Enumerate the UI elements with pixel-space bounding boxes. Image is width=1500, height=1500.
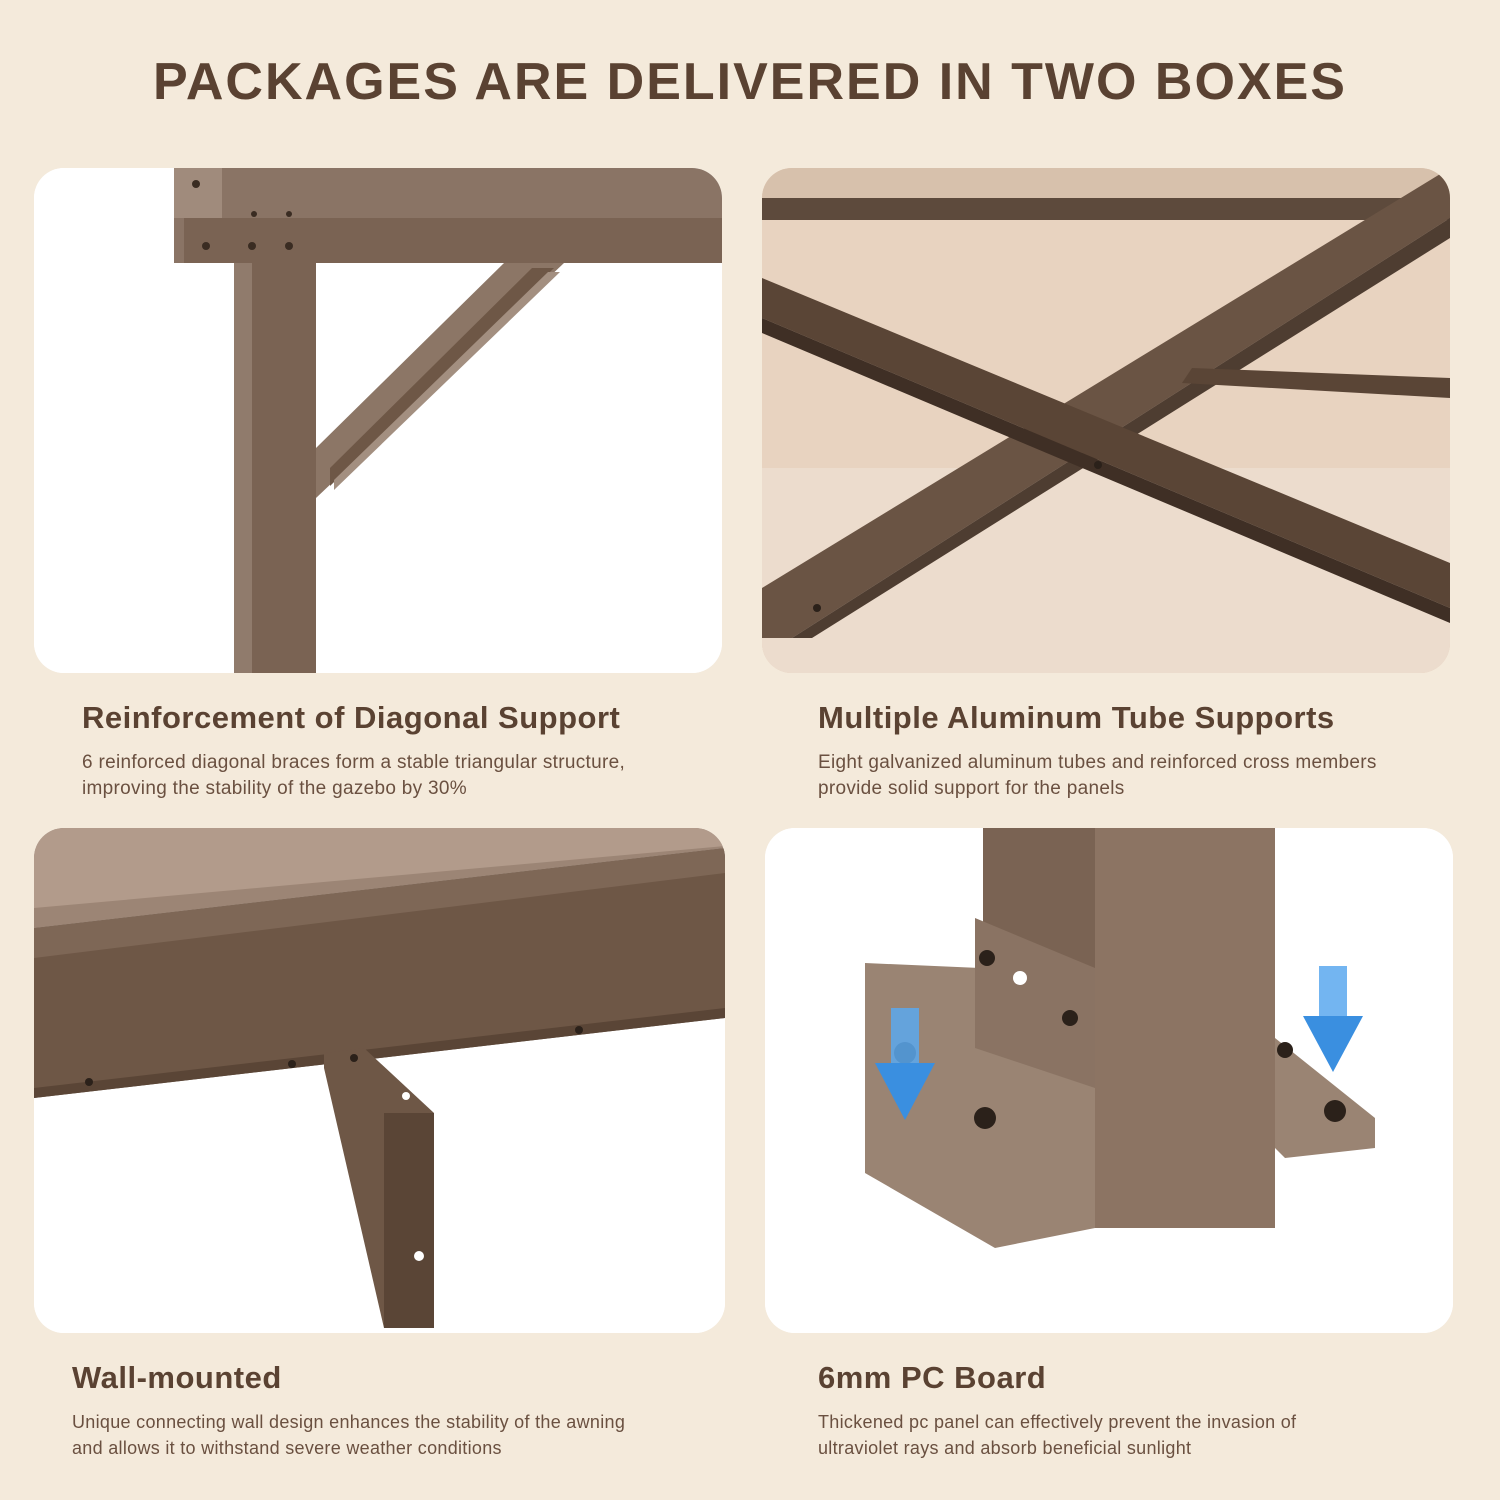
feature-title-wall: Wall-mounted: [72, 1360, 282, 1395]
down-arrow-icon: [875, 1008, 935, 1120]
feature-desc-diagonal: 6 reinforced diagonal braces form a stab…: [82, 752, 626, 799]
post-base-image: [765, 828, 1453, 1333]
feature-desc-pc-board: Thickened pc panel can effectively preve…: [818, 1412, 1297, 1458]
feature-title-diagonal: Reinforcement of Diagonal Support: [82, 700, 621, 735]
feature-title-pc-board: 6mm PC Board: [818, 1360, 1047, 1395]
page-headline: PACKAGES ARE DELIVERED IN TWO BOXES: [153, 53, 1347, 111]
diagonal-support-image: [34, 168, 722, 673]
aluminum-tubes-image: [762, 168, 1450, 673]
feature-desc-aluminum: Eight galvanized aluminum tubes and rein…: [818, 752, 1377, 799]
feature-title-aluminum: Multiple Aluminum Tube Supports: [818, 700, 1335, 735]
feature-desc-wall: Unique connecting wall design enhances t…: [72, 1412, 626, 1458]
wall-mount-image: [34, 828, 725, 1333]
down-arrow-icon: [1303, 966, 1363, 1072]
